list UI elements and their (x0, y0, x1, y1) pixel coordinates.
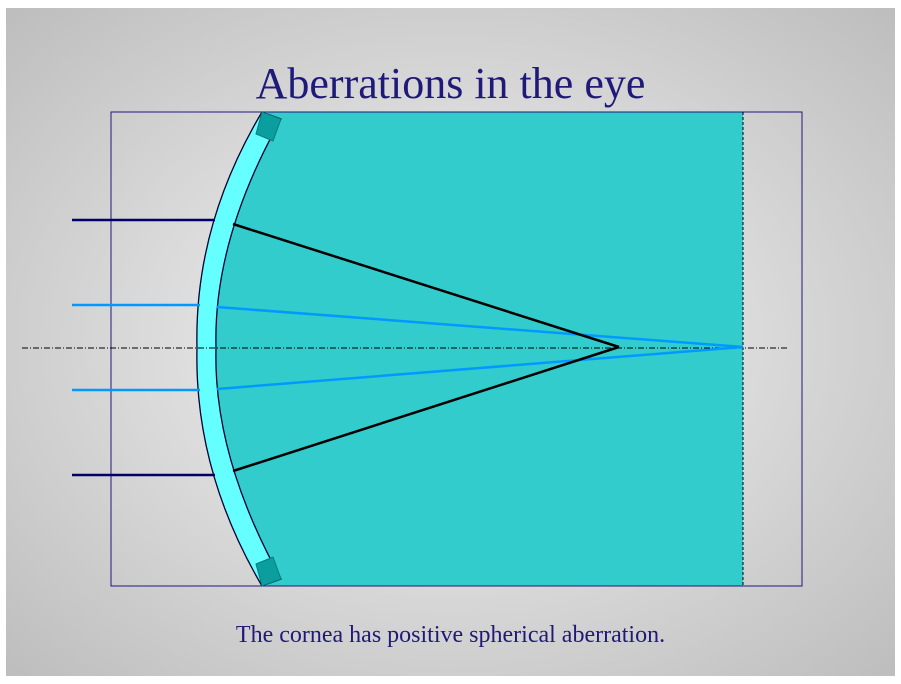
paraxial-ray-lower-refracted (216, 345, 744, 391)
eye-interior (200, 112, 743, 586)
slide-title: Aberrations in the eye (255, 59, 646, 108)
cornea-bottom-cap (255, 556, 282, 587)
slide-caption: The cornea has positive spherical aberra… (235, 622, 666, 648)
slide: Aberrations in the eye The cornea has po… (6, 8, 895, 676)
diagram-frame (110, 111, 803, 587)
spherical-aberration-diagram (22, 111, 803, 587)
marginal-ray-upper-refracted (232, 222, 620, 349)
cornea-top-cap (255, 111, 282, 142)
paraxial-ray-upper-refracted (216, 305, 744, 349)
marginal-ray-lower-refracted (232, 345, 620, 473)
